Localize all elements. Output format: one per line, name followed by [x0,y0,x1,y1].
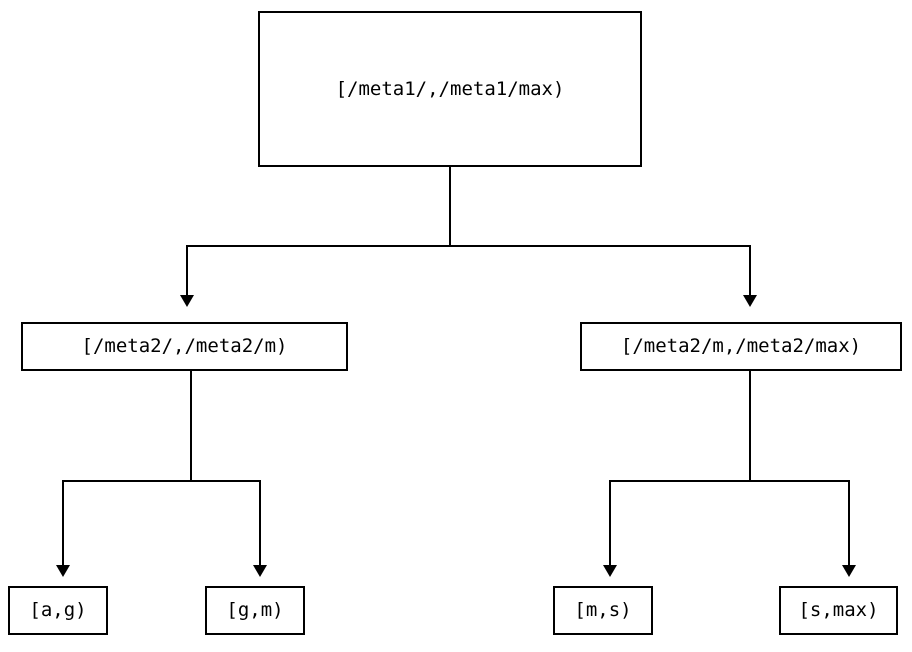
node-leaf-2-label: [g,m) [226,599,284,622]
node-leaf-4-label: [s,max) [798,599,879,622]
edge-level2-right-crossbar [609,480,850,482]
node-leaf-3-label: [m,s) [574,599,632,622]
edge-to-leaf-4-drop [848,480,850,565]
edge-root-to-mid-left-drop [186,245,188,295]
arrowhead-root-to-mid-left-icon [180,295,194,307]
node-level2-right[interactable]: [/meta2/m,/meta2/max) [580,322,902,371]
arrowhead-root-to-mid-right-icon [743,295,757,307]
arrowhead-to-leaf-4-icon [842,565,856,577]
edge-level2-right-stem [749,371,751,481]
edge-to-leaf-3-drop [609,480,611,565]
arrowhead-to-leaf-3-icon [603,565,617,577]
edge-level2-left-crossbar [62,480,261,482]
node-root[interactable]: [/meta1/,/meta1/max) [258,11,642,167]
node-leaf-1[interactable]: [a,g) [8,586,108,635]
edge-root-crossbar [186,245,751,247]
arrowhead-to-leaf-2-icon [253,565,267,577]
edge-root-to-mid-right-drop [749,245,751,295]
node-leaf-1-label: [a,g) [29,599,87,622]
node-level2-left[interactable]: [/meta2/,/meta2/m) [21,322,348,371]
node-root-label: [/meta1/,/meta1/max) [335,77,565,100]
edge-level2-left-stem [190,371,192,481]
node-leaf-2[interactable]: [g,m) [205,586,305,635]
node-leaf-4[interactable]: [s,max) [779,586,898,635]
node-leaf-3[interactable]: [m,s) [553,586,653,635]
node-level2-left-label: [/meta2/,/meta2/m) [81,335,288,358]
edge-to-leaf-2-drop [259,480,261,565]
edge-to-leaf-1-drop [62,480,64,565]
edge-root-stem [449,167,451,246]
node-level2-right-label: [/meta2/m,/meta2/max) [620,335,862,358]
arrowhead-to-leaf-1-icon [56,565,70,577]
